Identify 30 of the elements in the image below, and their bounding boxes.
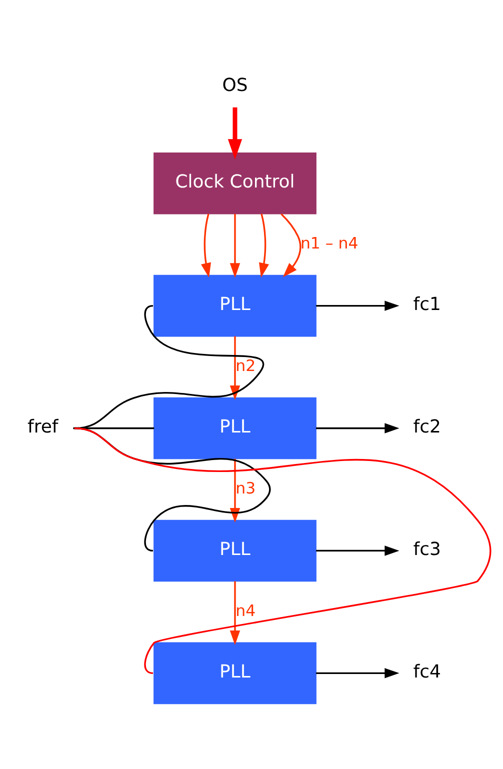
node-text: fc4	[413, 660, 441, 682]
arrow	[316, 422, 400, 433]
node-text: fc3	[413, 538, 441, 560]
node-box: PLL	[154, 396, 316, 459]
connector	[74, 426, 271, 552]
connector	[74, 304, 264, 429]
node-text: OS	[222, 74, 248, 96]
edge-label: n4	[236, 600, 256, 620]
node-text: fc2	[413, 416, 441, 438]
arrow	[230, 458, 240, 522]
arrow	[228, 106, 242, 159]
arrow	[230, 336, 240, 400]
arrow	[316, 668, 400, 678]
arrow	[316, 545, 400, 556]
arrow	[316, 300, 400, 310]
node-box: PLL	[154, 274, 316, 336]
arrow	[258, 213, 269, 278]
node-text: fref	[28, 416, 58, 438]
arrow	[230, 213, 240, 278]
node-box: PLL	[154, 519, 316, 582]
connector	[73, 426, 154, 429]
edge-label: n3	[236, 478, 256, 498]
node-text: fc1	[413, 294, 441, 315]
arrow	[200, 213, 211, 278]
arrow	[280, 212, 302, 277]
edge-label: n2	[236, 356, 256, 375]
arrow	[230, 580, 240, 645]
node-box: PLL	[154, 642, 316, 704]
edge-label: n1 – n4	[300, 233, 358, 252]
node-box: Clock Control	[154, 152, 316, 214]
